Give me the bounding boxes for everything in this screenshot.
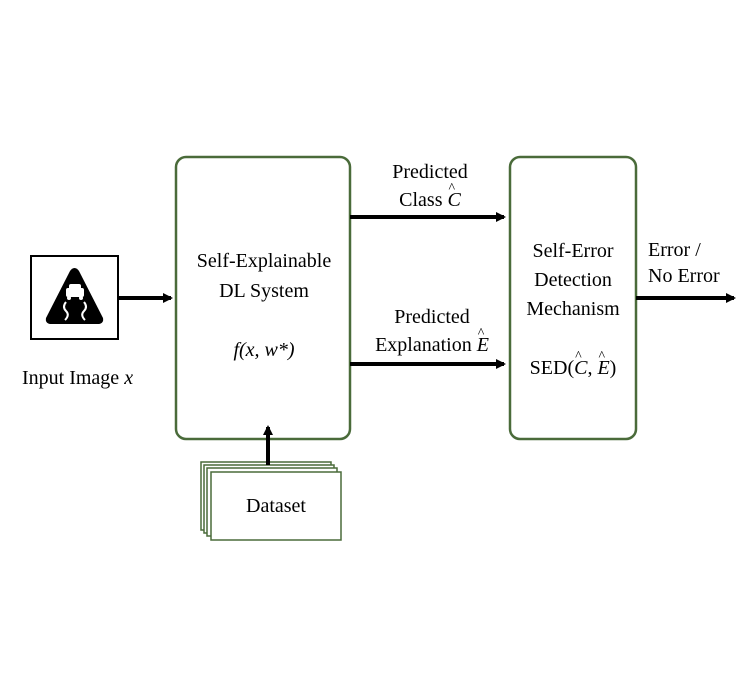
sed-formula-sep: , — [587, 357, 598, 379]
predicted-explanation-symbol: E — [477, 322, 489, 357]
input-image-label: Input Image x — [22, 366, 133, 390]
system-title-line2: DL System — [219, 280, 309, 302]
output-label: Error / No Error — [648, 238, 720, 288]
sed-formula-suffix: ) — [609, 357, 617, 379]
slippery-road-warning-icon — [45, 268, 104, 324]
sed-title-line2: Detection — [534, 269, 612, 291]
predicted-class-word: Class — [399, 189, 443, 211]
sed-formula-prefix: SED( — [529, 357, 575, 379]
predicted-explanation-label: Predicted Explanation E — [358, 305, 506, 357]
sed-title-line1: Self-Error — [532, 240, 614, 262]
sed-title-line3: Mechanism — [526, 298, 620, 320]
system-title-line1: Self-Explainable — [196, 250, 332, 272]
input-image-label-text: Input Image — [22, 367, 120, 389]
predicted-class-symbol: C — [448, 177, 461, 212]
sed-formula-c: C — [574, 345, 587, 380]
predicted-class-line1: Predicted — [392, 161, 468, 183]
predicted-explanation-line1: Predicted — [394, 306, 470, 328]
predicted-class-label: Predicted Class C — [360, 160, 500, 212]
system-formula: f(x, w*) — [233, 339, 295, 361]
output-line1: Error / — [648, 239, 701, 261]
predicted-explanation-word: Explanation — [375, 334, 472, 356]
input-image-variable: x — [124, 367, 134, 389]
self-explainable-system-box — [174, 155, 352, 441]
dataset-label: Dataset — [246, 495, 306, 517]
dataset-stack-front — [210, 471, 342, 541]
predicted-explanation-line2: Explanation E — [358, 322, 506, 357]
sed-formula-e: E — [597, 345, 609, 380]
predicted-class-line2: Class C — [360, 177, 500, 212]
sed-formula: SED(C, E) — [510, 345, 636, 380]
output-line2: No Error — [648, 265, 720, 287]
